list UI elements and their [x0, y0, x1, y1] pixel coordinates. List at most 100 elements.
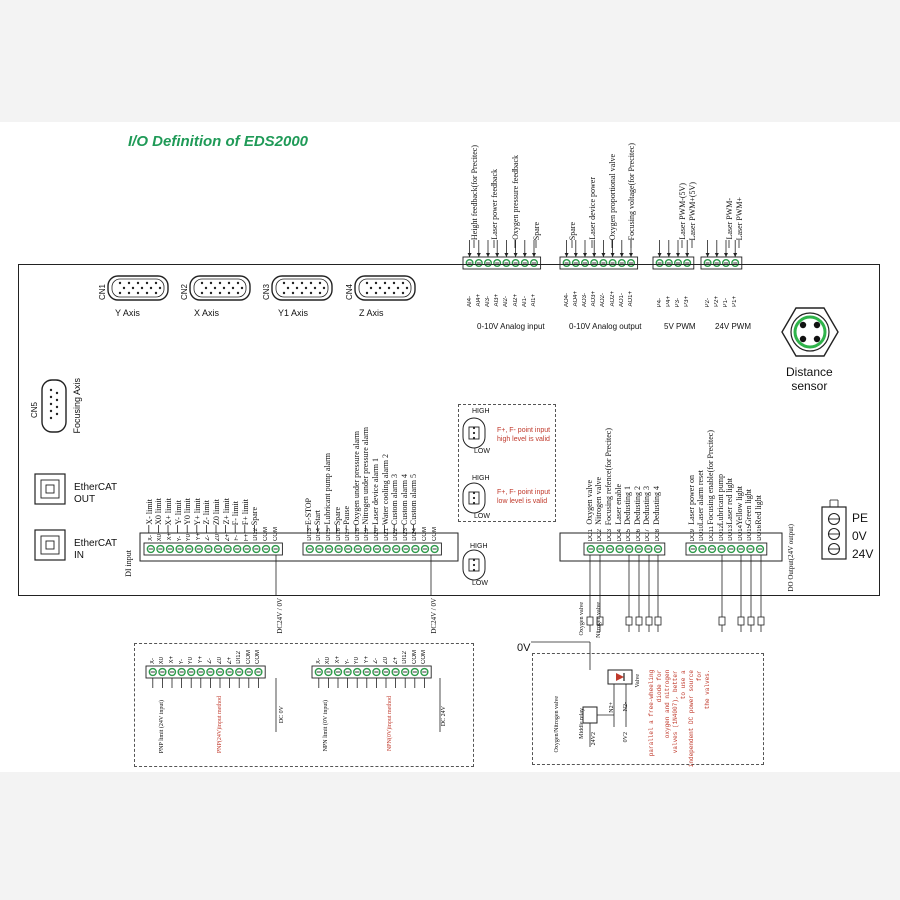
power-0v-label: 0V	[852, 529, 867, 543]
di1-function-8: Z+ limit	[221, 498, 231, 525]
do1-function-0: Oxygen valve	[584, 480, 594, 525]
do2-function-0: Laser power on	[686, 475, 696, 525]
connector-label-1: Y Axis	[115, 308, 140, 318]
analog-input-pin-6: AI1-	[521, 295, 528, 307]
db-pin	[383, 291, 387, 295]
di2-pin-8: DI21	[383, 528, 390, 541]
page-title: I/O Definition of EDS2000	[128, 133, 309, 150]
db-pin	[291, 291, 295, 295]
db-pin	[200, 291, 204, 295]
analog-input-pin-1: AI4+	[475, 294, 482, 307]
di1-function-7: Z0 limit	[212, 499, 221, 525]
jumper-pin	[472, 501, 476, 505]
db-pin	[118, 291, 122, 295]
do1-function-7: Dedusting 4	[652, 486, 661, 525]
db15-inner	[193, 278, 247, 298]
di-input-label: DI input	[124, 550, 133, 577]
do-fuse	[596, 616, 604, 626]
do-group1-terminals	[583, 542, 666, 556]
db-pin	[374, 281, 378, 285]
di2-pin-10: DI23	[402, 528, 409, 541]
npn-pin-2: X+	[335, 656, 341, 664]
pwm5-pin-1: P4+	[665, 296, 672, 307]
do2-pin-3: DO12	[718, 525, 725, 541]
do1-pin-5: DO6	[635, 528, 642, 541]
pwm24-terminal-block	[700, 256, 743, 270]
db15-connector-4	[354, 275, 416, 301]
pwm5-caption: 5V PWM	[664, 322, 696, 331]
do-fuse	[635, 616, 643, 626]
db-pin	[149, 286, 153, 290]
middle-relay-label: Middle relay	[579, 708, 585, 739]
pnp-input-label: PNP limit (24V input)	[159, 700, 165, 754]
do2-function-2: Focusing enable(for Precitec)	[706, 430, 715, 525]
di1-pin-4: Y0	[186, 533, 193, 541]
di1-function-11: Spare	[250, 506, 260, 525]
relay-circuit-area	[532, 653, 764, 765]
npn-pin-8: Z+	[392, 656, 399, 664]
pwm5-terminal-block	[652, 256, 695, 270]
db-pin	[374, 291, 378, 295]
di2-function-11: Custom alarm 5	[409, 473, 419, 525]
db-pin	[236, 291, 240, 295]
di2-function-3: Spare	[332, 506, 342, 525]
arrow	[629, 253, 633, 257]
di2-function-8: Water cooling alarm 2	[380, 453, 390, 525]
nitrogen-valve-label: Nitrogen valve	[596, 602, 602, 638]
db15-connector-3	[271, 275, 333, 301]
analog-output-function-3: Focusing voltage(for Precitec)	[627, 142, 636, 240]
db-pin	[282, 291, 286, 295]
db-pin	[154, 291, 158, 295]
pnp-dc-label: DC 0V	[279, 706, 285, 724]
jack-inner	[40, 479, 60, 499]
db-pin	[387, 286, 391, 290]
db-pin	[213, 286, 217, 290]
npn-method-label: NPN(0V)input method	[387, 696, 393, 752]
di1-function-4: Y0 limit	[183, 498, 193, 525]
do-fuse	[654, 616, 662, 626]
pwm24-pin-0: P2-	[704, 297, 711, 307]
npn-terminal-block	[311, 665, 432, 679]
jumper-pin	[472, 431, 476, 435]
di1-pin-2: X+	[167, 533, 173, 541]
jumper-area	[458, 404, 556, 522]
ethercat-out-label: EtherCAT OUT	[74, 482, 118, 505]
analog-input-pin-0: AI4-	[466, 295, 473, 307]
pwm5-pin-2: P3-	[675, 297, 681, 307]
do2-pin-0: DO9	[689, 528, 696, 541]
analog-input-terminal-block	[462, 256, 542, 270]
db-pin	[295, 286, 299, 290]
db15-inner	[111, 278, 165, 298]
di1-pin-12: COM	[263, 527, 269, 541]
db-pin	[49, 402, 53, 406]
di1-pin-1: X0	[157, 533, 164, 541]
arrow	[610, 253, 615, 257]
do1-pin-1: DO2	[597, 528, 604, 541]
pnp-pin-10: COM	[245, 650, 252, 664]
db-pin	[240, 286, 244, 290]
do1-function-5: Dedusting 2	[632, 486, 642, 525]
db-pin	[318, 281, 322, 285]
jumper-pin	[472, 491, 476, 495]
di1-function-6: Z- limit	[202, 500, 212, 525]
npn-pin-7: Z0	[383, 656, 389, 664]
db-pin	[313, 286, 317, 290]
db-pin	[365, 281, 369, 285]
di2-pin-6: DI19	[364, 528, 371, 541]
relay-oxygen-label: Oxygen/Nitrogen valve	[554, 696, 560, 753]
db-pin	[49, 416, 53, 420]
pwm5-function-0: Laser PWM-(5V)	[678, 183, 687, 240]
sensor-pin	[813, 335, 821, 343]
db-pin	[286, 286, 290, 290]
arrow	[583, 253, 587, 257]
arrow	[619, 253, 624, 257]
pwm24-pin-1: P2+	[713, 296, 720, 307]
arrow	[705, 253, 710, 257]
do1-function-3: Laser enable	[613, 484, 623, 525]
jumper-pin	[472, 436, 476, 440]
di1-function-0: X- limit	[144, 499, 154, 525]
pwm24-pin-2: P1-	[723, 297, 729, 307]
analog-input-function-0: Height feedback(for Precitec)	[470, 144, 479, 240]
di2-function-10: Custom alarm 4	[399, 473, 409, 525]
do-fuse	[645, 616, 653, 626]
